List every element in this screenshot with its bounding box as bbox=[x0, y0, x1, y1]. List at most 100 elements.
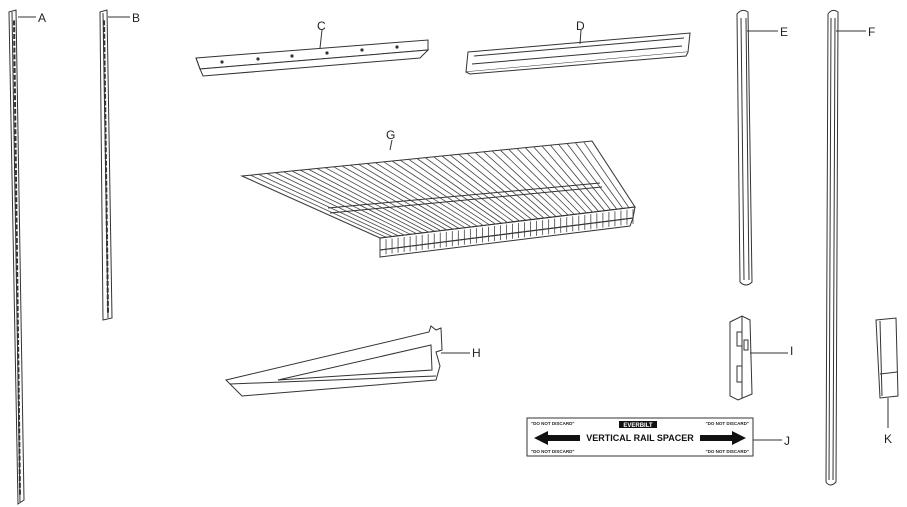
spacer-brand: EVERBILT bbox=[623, 423, 653, 429]
standard-slot bbox=[104, 120, 107, 126]
standard-slot bbox=[13, 88, 16, 94]
shelf-wire bbox=[275, 172, 405, 236]
shelf-wire bbox=[441, 155, 526, 221]
shelf-wire bbox=[383, 161, 484, 226]
standard-slot bbox=[16, 312, 19, 318]
standard-slot bbox=[17, 374, 20, 379]
shelf-wire bbox=[533, 146, 593, 213]
standard-slot bbox=[104, 93, 107, 99]
standard-slot bbox=[105, 200, 108, 206]
standard-slot bbox=[18, 489, 21, 495]
standard-slot bbox=[106, 294, 109, 300]
standard-slot bbox=[14, 156, 17, 162]
standard-slot bbox=[104, 147, 107, 153]
standard-slot bbox=[18, 448, 21, 454]
standard-slot bbox=[17, 394, 20, 400]
standard-slot bbox=[17, 346, 20, 352]
standard-slot bbox=[105, 234, 108, 240]
standard-slot bbox=[17, 360, 20, 366]
standard-slot bbox=[14, 102, 17, 107]
shelf-wire bbox=[516, 148, 581, 214]
standard-slot bbox=[18, 435, 21, 441]
standard-slot bbox=[13, 61, 16, 67]
standard-slot bbox=[105, 194, 108, 200]
standard-slot bbox=[13, 81, 16, 87]
standard-slot bbox=[16, 333, 19, 339]
standard-slot bbox=[16, 299, 19, 305]
standard-slot bbox=[103, 67, 106, 73]
shelf-wire bbox=[475, 152, 551, 218]
standard-slot bbox=[105, 187, 108, 193]
shelf-wire bbox=[241, 175, 381, 239]
standard-slot bbox=[14, 115, 17, 121]
standard-slot bbox=[105, 227, 108, 233]
standard-slot bbox=[106, 280, 109, 286]
standard-slot bbox=[16, 326, 19, 332]
part-k-end-cap bbox=[875, 317, 899, 428]
shelf-wire bbox=[583, 141, 630, 208]
standard-slot bbox=[103, 27, 106, 33]
shelf-wire bbox=[558, 144, 612, 211]
label-d: D bbox=[576, 19, 585, 33]
standard-slot bbox=[103, 20, 106, 26]
standard-slot bbox=[104, 100, 107, 106]
standard-slot bbox=[14, 149, 17, 155]
standard-slot bbox=[15, 244, 18, 250]
standard-slot bbox=[15, 231, 18, 237]
standard-slot bbox=[13, 68, 16, 73]
shelf-wire bbox=[408, 159, 502, 224]
standard-slot bbox=[16, 278, 19, 284]
label-i: I bbox=[790, 344, 793, 358]
standard-slot bbox=[106, 247, 109, 253]
standard-slot bbox=[17, 408, 20, 413]
shelf-wire bbox=[341, 165, 454, 230]
shelf-wire bbox=[508, 149, 575, 215]
label-e: E bbox=[780, 25, 788, 39]
part-c-hang-track bbox=[195, 29, 430, 77]
shelf-wire bbox=[308, 168, 429, 233]
shelf-wire bbox=[391, 160, 490, 226]
standard-slot bbox=[15, 190, 18, 196]
standard-slot bbox=[18, 482, 21, 488]
standard-slot bbox=[16, 272, 19, 277]
spacer-note-top-left: "DO NOT DISCARD" bbox=[531, 421, 575, 426]
standard-slot bbox=[106, 260, 109, 266]
standard-slot bbox=[18, 414, 21, 420]
standard-slot bbox=[15, 217, 18, 223]
shelf-wire bbox=[500, 149, 569, 216]
standard-slot bbox=[105, 180, 108, 186]
standard-slot bbox=[105, 167, 108, 173]
standard-slot bbox=[14, 136, 17, 141]
standard-slot bbox=[106, 267, 109, 273]
standard-slot bbox=[104, 127, 107, 133]
shelf-wire bbox=[258, 173, 393, 237]
standard-slot bbox=[106, 254, 109, 260]
standard-slot bbox=[15, 176, 18, 182]
part-g-wire-shelf bbox=[240, 139, 636, 258]
standard-slot bbox=[106, 240, 109, 246]
label-b: B bbox=[132, 11, 140, 25]
standard-slot bbox=[103, 87, 106, 93]
shelf-wire bbox=[291, 170, 417, 234]
standard-slot bbox=[104, 153, 107, 159]
standard-slot bbox=[18, 442, 21, 447]
standard-slot bbox=[15, 183, 18, 189]
standard-slot bbox=[106, 274, 109, 280]
standard-slot bbox=[15, 197, 18, 203]
standard-slot bbox=[14, 142, 17, 148]
standard-slot bbox=[103, 73, 106, 79]
shelf-wire bbox=[466, 153, 545, 219]
standard-slot bbox=[16, 292, 19, 298]
standard-slot bbox=[17, 401, 20, 407]
shelf-wire bbox=[483, 151, 557, 217]
standard-slot bbox=[13, 54, 16, 60]
shelf-wire bbox=[358, 163, 466, 229]
label-h: H bbox=[472, 346, 481, 360]
label-f: F bbox=[868, 25, 875, 39]
standard-slot bbox=[13, 95, 16, 101]
standard-slot bbox=[15, 238, 18, 243]
part-j-rail-spacer: EVERBILT VERTICAL RAIL SPACER "DO NOT DI… bbox=[526, 417, 782, 457]
standard-slot bbox=[17, 340, 20, 345]
shelf-wire bbox=[450, 154, 533, 220]
shelf-wire bbox=[575, 142, 624, 209]
